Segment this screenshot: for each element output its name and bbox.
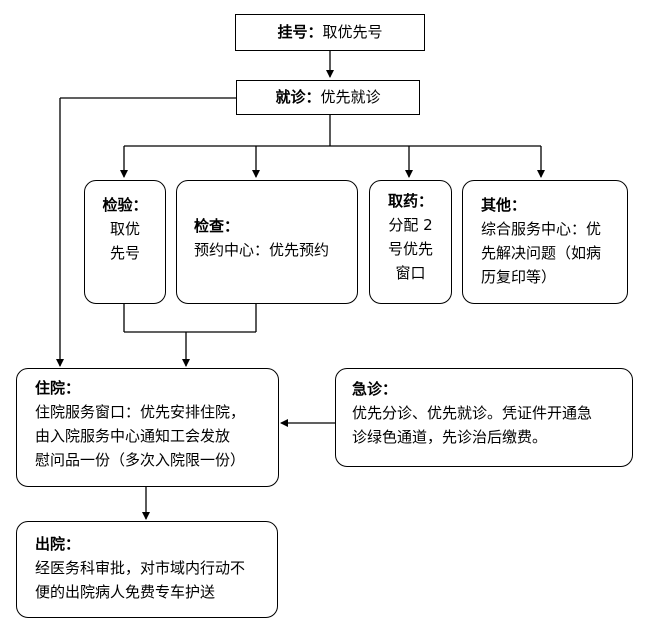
node-chuyuan-title: 出院： xyxy=(35,535,81,553)
node-jianyan-title: 检验： xyxy=(102,196,148,214)
node-qita-line-3: 历复印等） xyxy=(481,268,557,286)
node-jianyan-line-1: 取优 xyxy=(109,220,140,238)
node-jiancha-text: 预约中心：优先预约 xyxy=(194,241,330,259)
node-jianyan-line-2: 先号 xyxy=(109,244,140,262)
node-jiuzhen-title: 就诊： xyxy=(275,88,321,106)
node-qita: 其他： 综合服务中心：优 先解决问题（如病 历复印等） xyxy=(462,180,628,304)
node-guahao-title: 挂号： xyxy=(277,23,323,41)
node-quyao: 取药： 分配 2 号优先 窗口 xyxy=(369,180,452,304)
node-jizhen: 急诊： 优先分诊、优先就诊。凭证件开通急 诊绿色通道，先诊治后缴费。 xyxy=(335,368,633,467)
node-qita-line-1: 综合服务中心：优 xyxy=(481,220,602,238)
node-quyao-line-1: 分配 2 xyxy=(388,216,433,234)
node-jizhen-title: 急诊： xyxy=(352,380,398,398)
node-jiuzhen: 就诊：优先就诊 xyxy=(236,80,420,115)
node-chuyuan-line-1: 经医务科审批，对市域内行动不 xyxy=(35,559,246,577)
node-jianyan: 检验： 取优 先号 xyxy=(84,180,166,304)
node-guahao: 挂号：取优先号 xyxy=(235,14,425,51)
node-qita-title: 其他： xyxy=(481,196,527,214)
node-quyao-line-3: 窗口 xyxy=(395,264,426,282)
node-chuyuan: 出院： 经医务科审批，对市域内行动不 便的出院病人免费专车护送 xyxy=(16,521,278,618)
node-chuyuan-line-2: 便的出院病人免费专车护送 xyxy=(35,583,216,601)
node-zhuyuan-line-1: 住院服务窗口：优先安排住院， xyxy=(35,403,246,421)
node-jiuzhen-text: 优先就诊 xyxy=(320,88,381,106)
node-zhuyuan-title: 住院： xyxy=(35,379,81,397)
node-qita-line-2: 先解决问题（如病 xyxy=(481,244,602,262)
node-jiancha: 检查： 预约中心：优先预约 xyxy=(176,180,358,304)
node-jizhen-line-2: 诊绿色通道，先诊治后缴费。 xyxy=(352,428,548,446)
node-guahao-text: 取优先号 xyxy=(322,23,383,41)
node-zhuyuan-line-3: 慰问品一份（多次入院限一份） xyxy=(35,451,246,469)
node-jiancha-title: 检查： xyxy=(194,217,240,235)
node-zhuyuan-line-2: 由入院服务中心通知工会发放 xyxy=(35,427,231,445)
node-zhuyuan: 住院： 住院服务窗口：优先安排住院， 由入院服务中心通知工会发放 慰问品一份（多… xyxy=(16,368,279,487)
node-jizhen-line-1: 优先分诊、优先就诊。凭证件开通急 xyxy=(352,404,593,422)
node-quyao-line-2: 号优先 xyxy=(387,240,433,258)
node-quyao-title: 取药： xyxy=(387,192,433,210)
